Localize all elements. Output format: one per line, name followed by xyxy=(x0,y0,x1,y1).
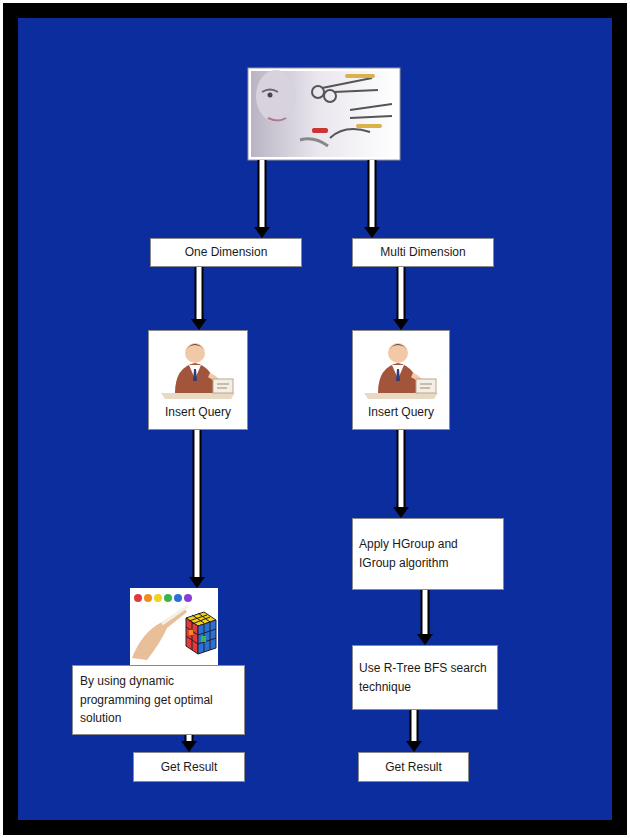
double-arrow xyxy=(393,430,409,518)
double-arrow xyxy=(191,267,207,330)
double-arrow xyxy=(417,590,433,645)
text-panel: By using dynamic programming get optimal… xyxy=(72,665,245,735)
double-arrow xyxy=(181,735,197,752)
process-box: Use R-Tree BFS search technique xyxy=(352,645,498,710)
node-label: Insert Query xyxy=(364,401,438,426)
node-label: One Dimension xyxy=(185,243,268,262)
result-box: Get Result xyxy=(133,752,245,782)
double-arrow xyxy=(406,710,422,752)
node-label: Apply HGroup and IGroup algorithm xyxy=(359,535,497,572)
person-picture xyxy=(151,331,245,401)
node-label: Get Result xyxy=(161,758,218,777)
person-picture xyxy=(354,331,448,401)
node-label: By using dynamic programming get optimal… xyxy=(80,672,237,728)
result-box: Get Result xyxy=(358,752,469,782)
query-box: Insert Query xyxy=(148,330,248,430)
node-label: Use R-Tree BFS search technique xyxy=(359,659,491,696)
dimension-box: One Dimension xyxy=(150,238,302,267)
top-arrows xyxy=(254,160,380,238)
query-box: Insert Query xyxy=(352,330,450,430)
process-box: By using dynamic programming get optimal… xyxy=(72,588,245,735)
process-box: Apply HGroup and IGroup algorithm xyxy=(352,518,504,590)
node-label: Insert Query xyxy=(161,401,235,426)
dimension-box: Multi Dimension xyxy=(352,238,494,267)
double-arrow xyxy=(393,267,409,330)
double-arrow xyxy=(189,430,205,588)
top-illustration xyxy=(248,68,400,160)
node-label: Multi Dimension xyxy=(380,243,465,262)
cube-picture xyxy=(130,588,218,665)
node-label: Get Result xyxy=(385,758,442,777)
